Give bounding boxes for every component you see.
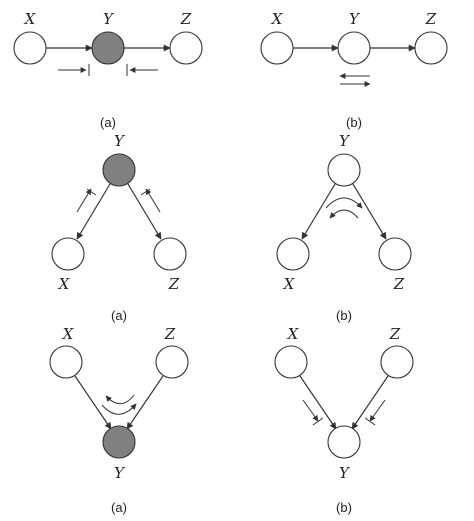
label-z: Z <box>425 10 437 28</box>
node-z <box>155 345 189 379</box>
node-y-observed <box>91 31 125 65</box>
caption-a: (a) <box>100 115 116 130</box>
edge-z-to-y <box>126 375 164 430</box>
passing-ball-marks <box>339 73 371 87</box>
caption-b: (b) <box>336 308 352 323</box>
node-x <box>51 237 85 271</box>
node-x <box>276 237 310 271</box>
label-x: X <box>62 325 75 343</box>
label-z: Z <box>164 325 176 343</box>
label-x: X <box>283 275 296 293</box>
node-y <box>327 425 361 459</box>
node-x <box>260 31 294 65</box>
edge-x-to-y <box>74 375 112 430</box>
node-y-observed <box>102 425 136 459</box>
label-z: Z <box>389 325 401 343</box>
label-x: X <box>58 275 71 293</box>
passing-ball-marks <box>325 197 363 219</box>
node-y <box>337 31 371 65</box>
blocked-ball-marks <box>58 64 158 76</box>
panel-chain-open: X Y Z (b) <box>260 10 448 130</box>
node-z <box>414 31 448 65</box>
node-x <box>49 345 83 379</box>
node-x <box>274 345 308 379</box>
edge-y-to-x <box>301 183 336 240</box>
caption-b: (b) <box>336 500 352 515</box>
edge-y-to-z <box>352 183 387 240</box>
label-z: Z <box>180 10 192 28</box>
node-x <box>13 31 47 65</box>
edge-y-to-x <box>76 183 111 240</box>
caption-a: (a) <box>111 308 127 323</box>
label-y: Y <box>339 464 351 482</box>
panel-chain-observed: X Y Z (a) <box>13 10 203 130</box>
label-y: Y <box>339 132 351 150</box>
node-z <box>378 237 412 271</box>
panel-fork-open: Y X Z (b) <box>276 132 412 323</box>
blocked-ball-marks <box>76 188 161 213</box>
node-z <box>380 345 414 379</box>
edge-x-to-y <box>299 375 337 430</box>
panel-fork-observed: Y X Z (a) <box>51 132 187 323</box>
label-y: Y <box>103 10 115 28</box>
label-y: Y <box>349 10 361 28</box>
caption-a: (a) <box>111 500 127 515</box>
edge-z-to-y <box>351 375 389 430</box>
label-x: X <box>271 10 284 28</box>
label-y: Y <box>114 464 126 482</box>
node-z <box>153 237 187 271</box>
caption-b: (b) <box>346 115 362 130</box>
panel-collider-open: X Z Y (b) <box>274 325 414 515</box>
label-x: X <box>287 325 300 343</box>
node-z <box>169 31 203 65</box>
node-y-observed <box>102 153 136 187</box>
passing-ball-marks <box>101 394 137 415</box>
blocked-ball-marks <box>302 399 386 426</box>
node-y <box>327 153 361 187</box>
label-z: Z <box>393 275 405 293</box>
label-y: Y <box>114 132 126 150</box>
label-x: X <box>24 10 37 28</box>
label-z: Z <box>168 275 180 293</box>
panel-collider-observed: X Z Y (a) <box>49 325 189 515</box>
edge-y-to-z <box>127 183 162 240</box>
